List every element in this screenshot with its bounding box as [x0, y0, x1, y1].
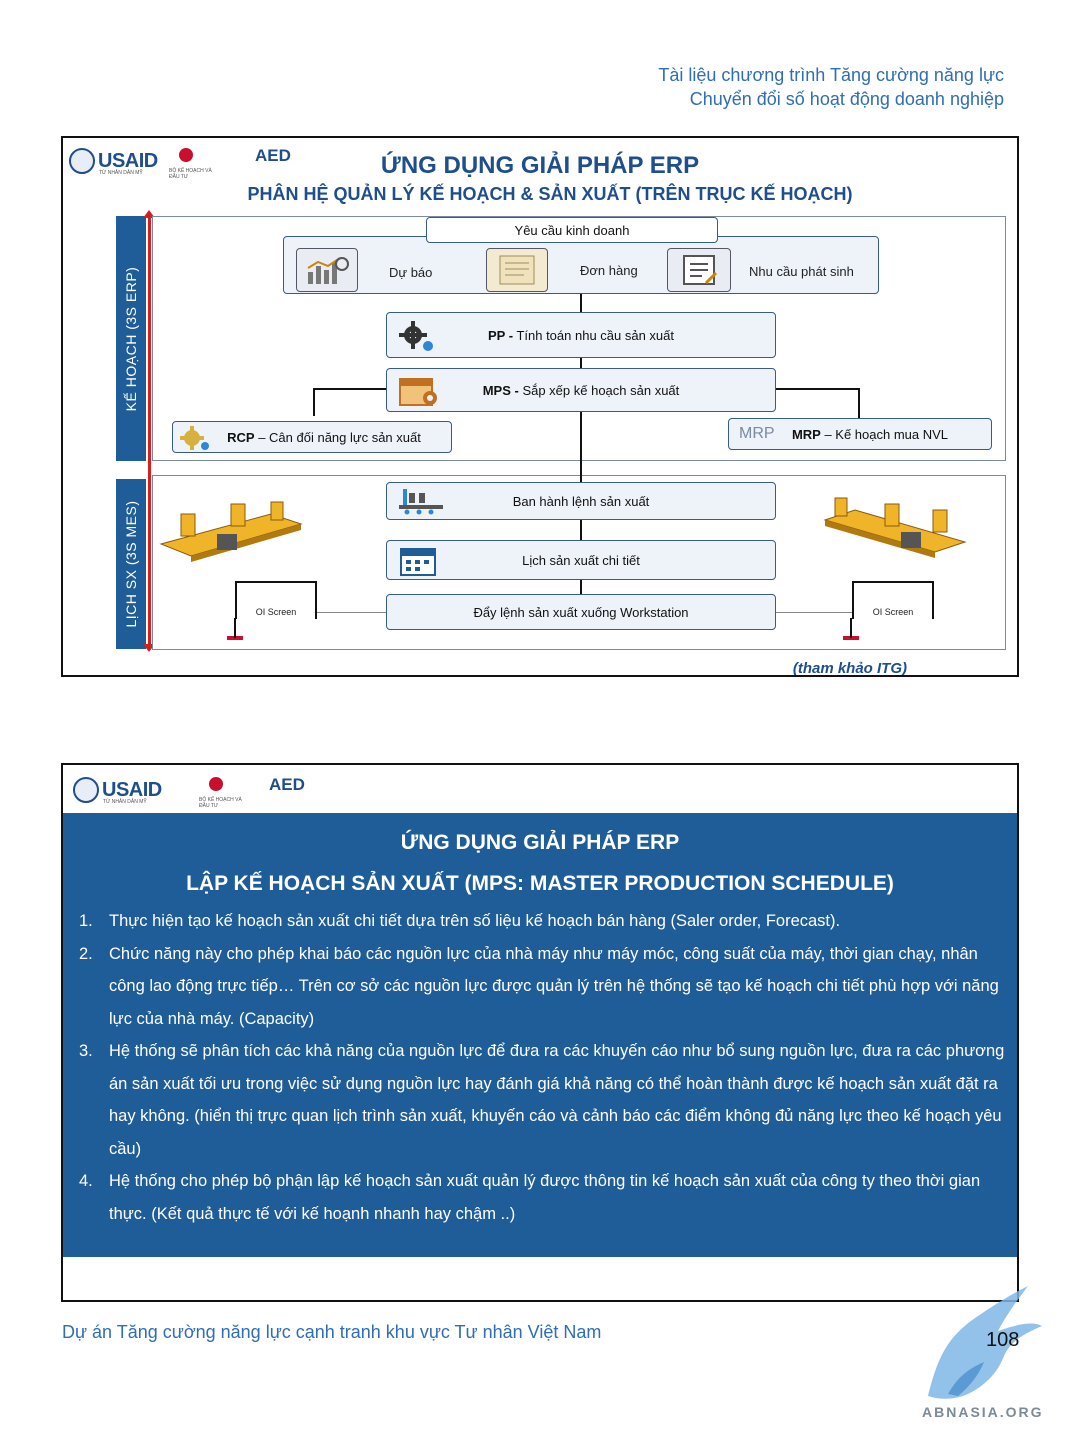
usaid-logo: USAID: [73, 777, 162, 803]
connector: [580, 294, 582, 312]
oi-screen-pole: [850, 618, 852, 638]
connector: [313, 388, 315, 416]
usaid-logo: USAID: [69, 148, 158, 174]
arrow-up-icon: [143, 210, 155, 218]
connector: [580, 358, 582, 368]
aed-logo: AED: [255, 146, 291, 165]
header-line-2: Chuyển đổi số hoạt động doanh nghiệp: [689, 89, 1004, 109]
mrp-box: MRP MRP – Kế hoạch mua NVL: [728, 418, 992, 450]
reference-note: (tham khảo ITG): [792, 660, 907, 677]
mpi-emblem-icon: [209, 777, 223, 791]
partner-logos: USAID TỪ NHÂN DÂN MỸ BỘ KẾ HOẠCH VÀ ĐẦU …: [73, 775, 333, 815]
slide2-subtitle: LẬP KẾ HOẠCH SẢN XUẤT (MPS: MASTER PRODU…: [186, 872, 894, 895]
list-item: 1.Thực hiện tạo kế hoạch sản xuất chi ti…: [79, 912, 841, 930]
demand-checklist-icon: [667, 248, 731, 292]
slide1-subtitle: PHÂN HỆ QUẢN LÝ KẾ HOẠCH & SẢN XUẤT (TRÊ…: [247, 184, 853, 204]
mps-box: MPS - Sắp xếp kế hoạch sản xuất: [386, 368, 776, 412]
oi-screen-right: OI Screen: [852, 581, 934, 619]
oi-screen-left: OI Screen: [235, 581, 317, 619]
document-header: Tài liệu chương trình Tăng cường năng lự…: [658, 63, 1004, 111]
gear-icon: [180, 426, 209, 450]
order-label: Đơn hàng: [580, 263, 638, 278]
mrp-icon: MRP: [739, 425, 775, 442]
connector: [313, 388, 386, 390]
oi-screen-pole: [234, 618, 236, 638]
dragon-logo-icon: [928, 1286, 1042, 1399]
forecast-label: Dự báo: [389, 265, 433, 280]
partner-logos: USAID TỪ NHÂN DÂN MỸ BỘ KẾ HOẠCH VÀ ĐẦU …: [69, 146, 329, 186]
slide2-title: ỨNG DỤNG GIẢI PHÁP ERP: [400, 831, 680, 854]
robot-production-line-icon: [823, 497, 967, 558]
connector: [580, 580, 582, 594]
connector: [858, 388, 860, 418]
slide2-content: ỨNG DỤNG GIẢI PHÁP ERP LẬP KẾ HOẠCH SẢN …: [63, 813, 1017, 1257]
robot-production-line-icon: [159, 501, 303, 562]
connector: [776, 388, 859, 390]
gear-icon: [399, 321, 433, 351]
calendar-gear-icon: [399, 378, 437, 406]
detailed-schedule-box: Lịch sản xuất chi tiết: [386, 540, 776, 580]
aed-logo: AED: [269, 775, 305, 794]
page-number: 108: [986, 1329, 1020, 1351]
slide1-title: ỨNG DỤNG GIẢI PHÁP ERP: [380, 152, 700, 179]
footer-project-name: Dự án Tăng cường năng lực cạnh tranh khu…: [62, 1322, 602, 1342]
list-item: 4.Hệ thống cho phép bộ phận lập kế hoạch…: [79, 1172, 981, 1223]
forecast-chart-icon: [296, 248, 358, 292]
business-requirement-box: Yêu cầu kinh doanh: [426, 217, 718, 243]
connector: [776, 612, 854, 613]
mpi-emblem-icon: [179, 148, 193, 162]
push-to-workstation-box: Đẩy lệnh sản xuất xuống Workstation: [386, 594, 776, 630]
issue-order-box: Ban hành lệnh sản xuất: [386, 482, 776, 520]
demand-label: Nhu cầu phát sinh: [749, 264, 854, 279]
connector: [317, 612, 386, 613]
oi-screen-stand: [227, 636, 243, 640]
connector: [580, 520, 582, 540]
connector: [580, 412, 582, 482]
list-item: 3.Hệ thống sẽ phân tích các khả năng của…: [79, 1042, 1005, 1158]
rcp-box: RCP – Cân đối năng lực sản xuất: [172, 421, 452, 453]
pp-box: PP - Tính toán nhu cầu sản xuất: [386, 312, 776, 358]
timeline-arrow: [148, 216, 151, 648]
usaid-seal-icon: [69, 148, 95, 174]
oi-screen-stand: [843, 636, 859, 640]
sidebar-production-schedule: LỊCH SX (3S MES): [116, 479, 146, 649]
watermark: ABNASIA.ORG: [922, 1404, 1044, 1420]
arrow-down-icon: [143, 644, 155, 652]
header-line-1: Tài liệu chương trình Tăng cường năng lự…: [658, 65, 1004, 85]
usaid-seal-icon: [73, 777, 99, 803]
sidebar-planning: KẾ HOẠCH (3S ERP): [116, 216, 146, 461]
slide-erp-planning-diagram: USAID TỪ NHÂN DÂN MỸ BỘ KẾ HOẠCH VÀ ĐẦU …: [61, 136, 1019, 677]
slide-mps-description: USAID TỪ NHÂN DÂN MỸ BỘ KẾ HOẠCH VÀ ĐẦU …: [61, 763, 1019, 1302]
calendar-icon: [400, 548, 436, 576]
conveyor-icon: [399, 489, 443, 515]
mps-feature-list: 1.Thực hiện tạo kế hoạch sản xuất chi ti…: [79, 905, 1009, 1230]
order-document-icon: [486, 248, 548, 292]
list-item: 2.Chức năng này cho phép khai báo các ng…: [79, 944, 999, 1028]
